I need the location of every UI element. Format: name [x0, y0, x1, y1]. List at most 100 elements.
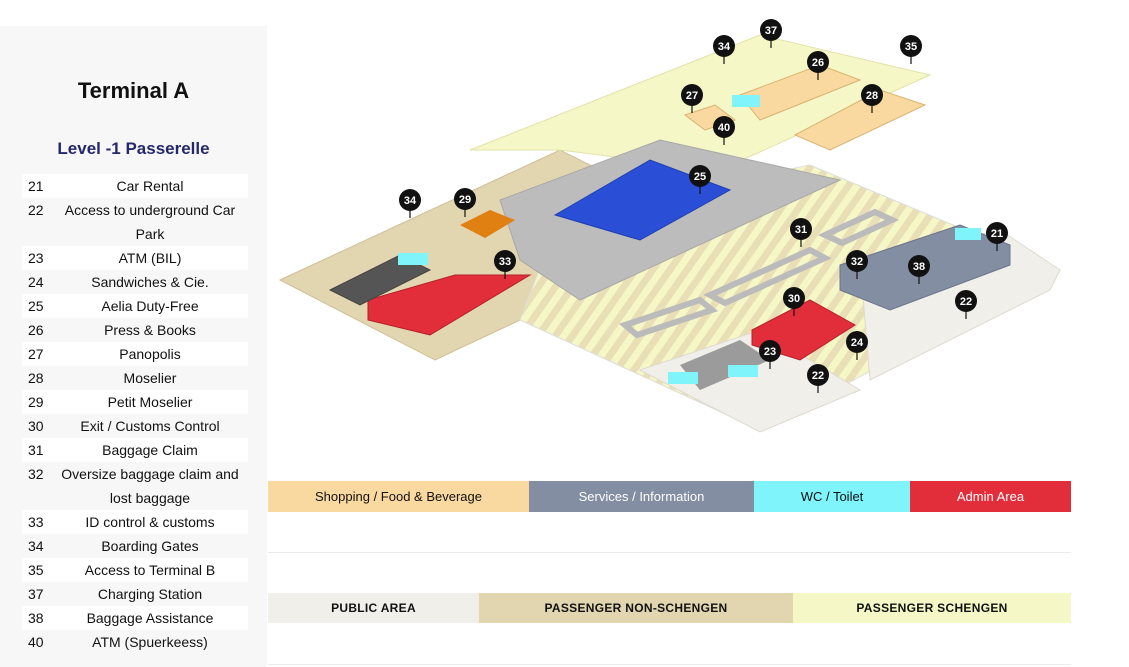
legend-item-label: Charging Station [97, 586, 203, 602]
legend-sidebar: Terminal A Level -1 Passerelle 21 Car Ren… [0, 26, 267, 667]
map-pin-label: 26 [812, 57, 824, 69]
legend-item-label: Access to Terminal B [84, 562, 216, 578]
legend-item-label: ATM (Spuerkeess) [92, 634, 208, 650]
legend-item-label: Sandwiches & Cie. [91, 274, 209, 290]
area-0: PUBLIC AREA [268, 593, 479, 623]
map-pin-28[interactable]: 28 [861, 84, 883, 113]
map-pin-label: 40 [718, 122, 730, 134]
map-pin-label: 38 [913, 261, 925, 273]
map-pin-label: 22 [812, 370, 824, 382]
legend-item-number: 28 [28, 370, 44, 386]
map-pin-34[interactable]: 34 [713, 35, 735, 64]
map-pin-31[interactable]: 31 [790, 218, 812, 247]
baggage-belt-1 [703, 246, 832, 307]
legend-item-label: Panopolis [119, 346, 181, 362]
legend-item-label: Petit Moselier [107, 394, 193, 410]
wc-1 [398, 253, 428, 265]
map-pin-27[interactable]: 27 [681, 84, 703, 113]
legend-item-label: ID control & customs [85, 514, 215, 530]
legend-item-label: ATM (BIL) [118, 250, 182, 266]
category-0: Shopping / Food & Beverage [268, 481, 529, 512]
map-pin-label: 21 [991, 228, 1003, 240]
shop-29 [460, 210, 515, 238]
map-pin-label: 27 [686, 90, 698, 102]
map-pin-22[interactable]: 22 [807, 364, 829, 393]
map-pin-23[interactable]: 23 [759, 340, 781, 369]
legend-item-number: 32 [28, 466, 44, 482]
map-pin-40[interactable]: 40 [713, 116, 735, 145]
legend-item-number: 30 [28, 418, 44, 434]
duty-free-zone [553, 159, 732, 241]
category-2: WC / Toilet [754, 481, 910, 512]
legend-item-label: Boarding Gates [101, 538, 199, 554]
category-1: Services / Information [529, 481, 754, 512]
legend-item-number: 33 [28, 514, 44, 530]
legend-item-number: 27 [28, 346, 44, 362]
map-pin-37[interactable]: 37 [760, 19, 782, 48]
area-2: PASSENGER SCHENGEN [793, 593, 1071, 623]
map-pin-label: 34 [404, 195, 417, 207]
map-pin-26[interactable]: 26 [807, 51, 829, 80]
legend-item-number: 21 [28, 178, 44, 194]
area-1: PASSENGER NON-SCHENGEN [479, 593, 793, 623]
map-pin-21[interactable]: 21 [986, 222, 1008, 251]
wc-5 [728, 365, 758, 377]
shop-28 [793, 89, 927, 151]
map-pin-30[interactable]: 30 [783, 287, 805, 316]
services-block-bottom [680, 340, 770, 390]
legend-item-number: 24 [28, 274, 44, 290]
legend-item-label: Oversize baggage claim and lost baggage [61, 466, 239, 506]
terminal-title: Terminal A [77, 78, 190, 103]
wc-2 [732, 95, 760, 107]
map-pin-25[interactable]: 25 [689, 165, 711, 194]
map-pin-label: 29 [459, 194, 471, 206]
map-pin-34[interactable]: 34 [399, 189, 421, 218]
map-pin-label: 31 [795, 224, 807, 236]
map-pin-22[interactable]: 22 [955, 290, 977, 319]
legend-item-number: 22 [28, 202, 44, 218]
legend-item: 24 Sandwiches & Cie. [22, 270, 248, 294]
map-pin-32[interactable]: 32 [846, 250, 868, 279]
map-pin-label: 33 [499, 256, 511, 268]
services-block-left [328, 254, 432, 306]
divider [268, 664, 1071, 665]
legend-item: 27 Panopolis [22, 342, 248, 366]
map-pin-label: 37 [765, 25, 777, 37]
terminal-map: 37 34 35 26 27 28 40 25 29 34 33 31 21 32 38 22 30 23 24 22 [278, 19, 1062, 433]
map-pin-33[interactable]: 33 [494, 250, 516, 279]
baggage-belt-3 [817, 208, 900, 247]
legend-item-label: Aelia Duty-Free [101, 298, 199, 314]
legend-item-number: 34 [28, 538, 44, 554]
map-pin-35[interactable]: 35 [900, 35, 922, 64]
wc-3 [955, 228, 981, 240]
legend-item-label: Press & Books [104, 322, 196, 338]
legend-item-label: Car Rental [116, 178, 184, 194]
level-title: Level -1 Passerelle [57, 139, 210, 158]
legend-item: 33 ID control & customs [22, 510, 248, 534]
legend-item: 34 Boarding Gates [22, 534, 248, 558]
legend-item: 38 Baggage Assistance [22, 606, 248, 630]
wc-4 [668, 372, 698, 384]
map-pin-24[interactable]: 24 [846, 331, 868, 360]
legend-item-label: Baggage Assistance [86, 610, 214, 626]
map-pin-label: 23 [764, 346, 776, 358]
map-pin-38[interactable]: 38 [908, 255, 930, 284]
map-pin-label: 30 [788, 293, 800, 305]
legend-item: 21 Car Rental [22, 174, 248, 198]
legend-item-number: 38 [28, 610, 44, 626]
map-pin-29[interactable]: 29 [454, 188, 476, 217]
map-pin-label: 22 [960, 296, 972, 308]
